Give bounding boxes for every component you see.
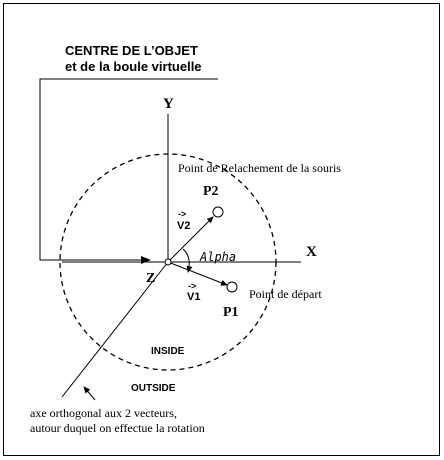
vector-v1-line [167, 261, 228, 286]
vector-v1-label: V1 [187, 291, 200, 303]
point-p1-marker [226, 281, 238, 293]
center-leader-line [39, 78, 218, 264]
start-point-label: Point de départ [249, 287, 322, 301]
z-axis-line [61, 261, 169, 398]
inside-label: INSIDE [151, 346, 185, 357]
vector-v2-line [167, 216, 214, 263]
axis-caption-line-1: axe orthogonal aux 2 vecteurs, [30, 406, 177, 420]
vector-v1-arrow: -> [188, 281, 196, 291]
z-axis-label: Z [146, 271, 155, 286]
axis-caption-pointer [83, 386, 96, 401]
figure-frame [3, 3, 440, 456]
outside-label: OUTSIDE [131, 383, 176, 394]
vector-v2-label: V2 [177, 220, 190, 232]
x-axis-label: X [306, 244, 317, 260]
alpha-angle-arc [182, 248, 193, 273]
point-p2-marker [212, 206, 224, 218]
y-axis-label: Y [163, 96, 174, 112]
vector-v2-arrow: -> [178, 209, 186, 219]
point-p1-label: P1 [223, 305, 239, 320]
alpha-label: Alpha [199, 250, 236, 264]
caption-line-2: et de la boule virtuelle [65, 59, 202, 74]
origin-marker [164, 258, 172, 266]
axis-caption-line-2: autour duquel on effectue la rotation [30, 421, 205, 435]
caption-line-1: CENTRE DE L’OBJET [65, 43, 198, 58]
point-p2-label: P2 [203, 184, 219, 199]
release-point-label: Point de Relachement de la souris [178, 161, 341, 175]
